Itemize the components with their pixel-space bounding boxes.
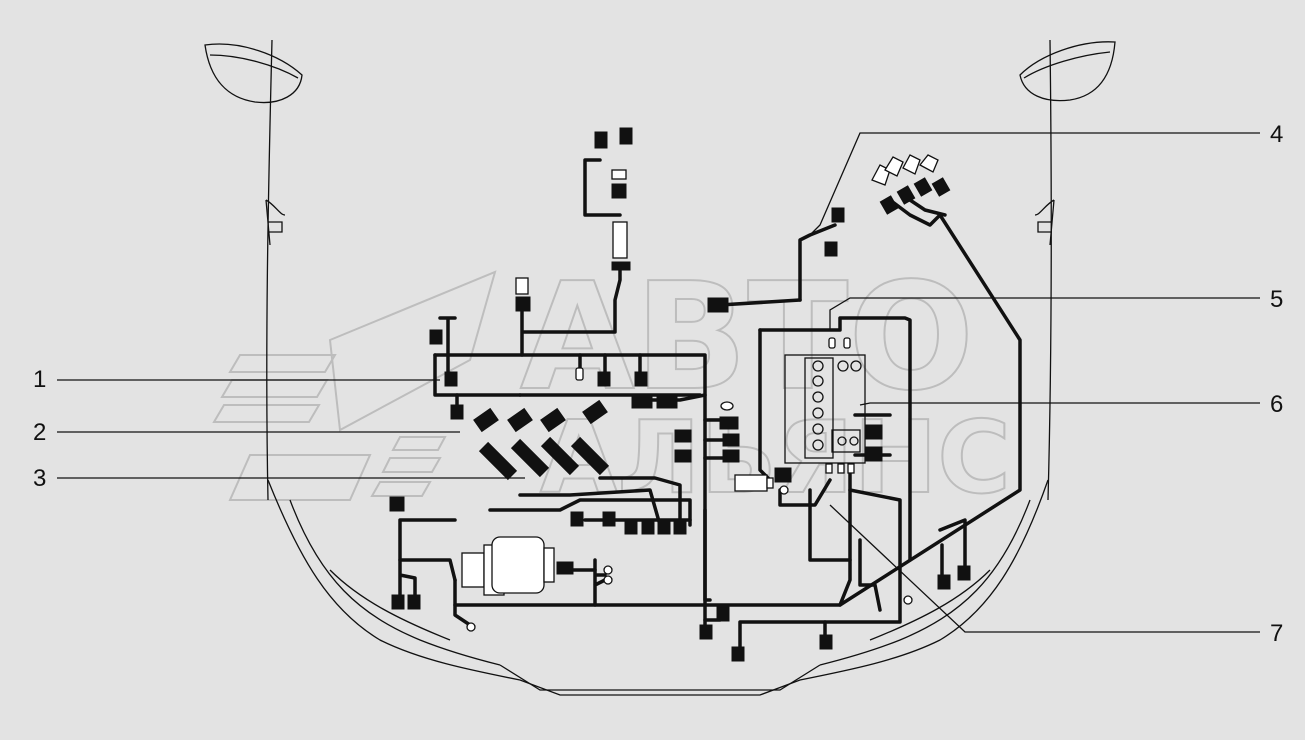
connectors [389, 127, 971, 662]
car-body-outline [266, 39, 1052, 696]
callout-lines [57, 132, 1260, 633]
side-mirror-left [265, 199, 286, 246]
relay-module [734, 474, 774, 492]
side-mirror-right [1034, 199, 1055, 246]
fuse-box [784, 354, 866, 464]
callout-5: 5 [1270, 286, 1283, 313]
callout-7: 7 [1270, 620, 1283, 647]
injector-connectors [473, 399, 608, 433]
watermark: АВТО АЛЬЯНС [212, 250, 1012, 517]
callout-2: 2 [33, 419, 46, 446]
callout-1: 1 [33, 366, 46, 393]
ignition-coils [478, 436, 610, 481]
headlamp-right [1019, 41, 1116, 102]
callout-4: 4 [1270, 121, 1283, 148]
headlamp-left [204, 43, 303, 104]
watermark-text-2: АЛЬЯНС [540, 399, 1011, 516]
small-plugs [466, 154, 939, 632]
callout-6: 6 [1270, 391, 1283, 418]
starter-motor [461, 536, 555, 596]
watermark-text-1: АВТО [520, 251, 974, 423]
callout-3: 3 [33, 465, 46, 492]
